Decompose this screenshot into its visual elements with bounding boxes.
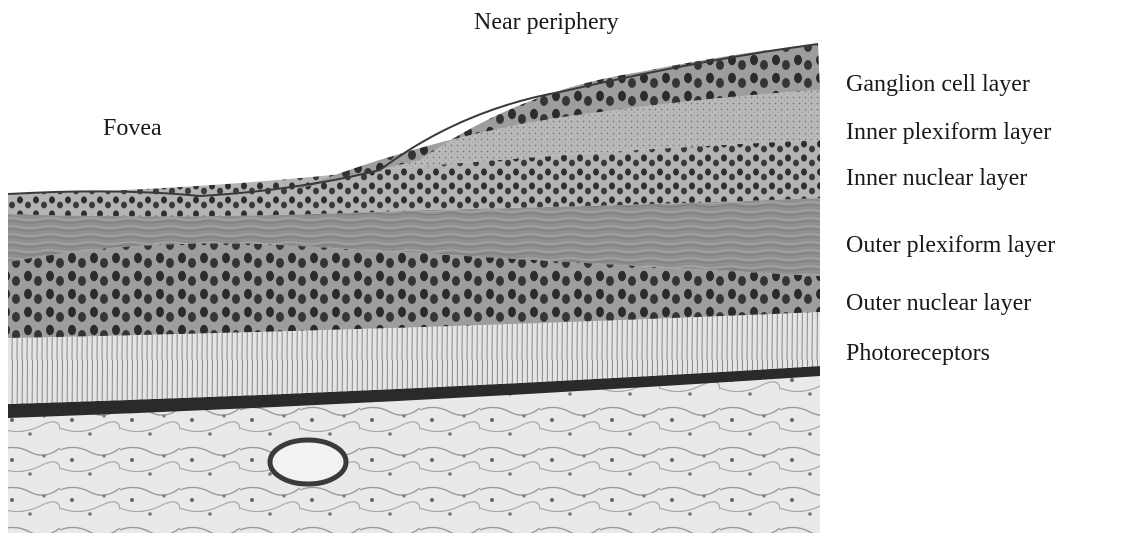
inner-plexiform-layer-label: Inner plexiform layer xyxy=(846,119,1052,145)
photoreceptors-label: Photoreceptors xyxy=(846,340,990,366)
outer-plexiform-layer-label: Outer plexiform layer xyxy=(846,232,1056,258)
outer-nuclear-layer-label: Outer nuclear layer xyxy=(846,290,1032,316)
near-periphery-label: Near periphery xyxy=(474,9,619,35)
ganglion-cell-layer-label: Ganglion cell layer xyxy=(846,71,1030,97)
inner-nuclear-layer-label: Inner nuclear layer xyxy=(846,165,1028,191)
retina-micrograph xyxy=(7,43,820,533)
fovea-label: Fovea xyxy=(103,115,162,141)
